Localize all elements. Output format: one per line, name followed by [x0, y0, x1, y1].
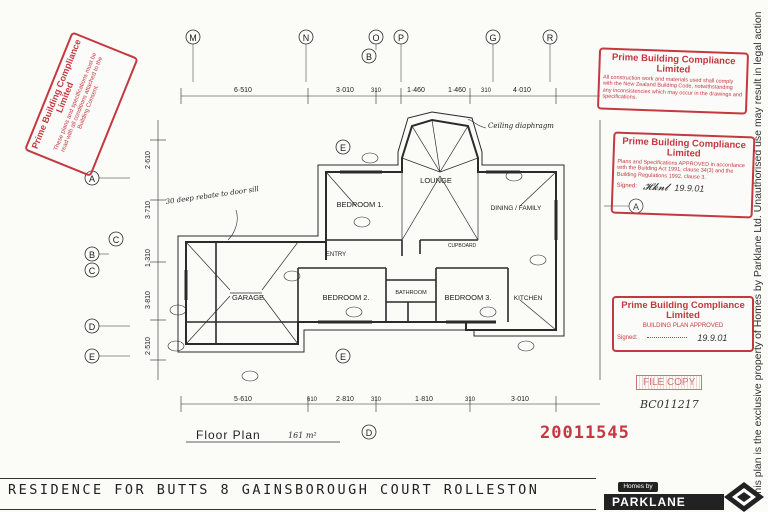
stamp-bottom-signed-label: Signed: [617, 334, 638, 341]
dimensions-left: 2·610 3·710 1·310 3·810 2·510 [145, 151, 152, 355]
title-block-text: RESIDENCE FOR BUTTS 8 GAINSBOROUGH COURT… [8, 482, 540, 498]
grid-d-bottom-label: D [366, 428, 373, 438]
room-bedroom-1: BEDROOM 1. [336, 200, 383, 209]
grid-g-label: G [489, 33, 496, 43]
stamp-mid-date: 19.9.01 [674, 183, 705, 195]
grid-m-label: M [189, 33, 197, 43]
stamp-compliance-top: Prime Building Compliance Limited All co… [596, 47, 750, 115]
dim-top-3: 310 [371, 88, 382, 94]
stamp-plan-approved: Prime Building Compliance Limited BUILDI… [612, 296, 754, 352]
permit-number: 20011545 [540, 423, 630, 443]
floor-area: 161 m² [288, 431, 317, 440]
stamp-bottom-body: BUILDING PLAN APPROVED [642, 322, 724, 329]
stamp-bottom-date: 19.9.01 [697, 332, 728, 343]
note-ceiling-diaphragm: Ceiling diaphragm [488, 122, 554, 130]
grid-e-label: E [89, 352, 95, 362]
stamp-mid-body: Plans and Specifications APPROVED in acc… [616, 158, 745, 181]
dim-top-2: 3·010 [336, 87, 354, 94]
room-garage: GARAGE [232, 293, 264, 302]
note-rebate: 30 deep rebate to door sill [165, 185, 259, 206]
room-lounge: LOUNGE [420, 176, 452, 185]
dimensions-top: 6·510 3·010 310 1·460 1·460 310 4·010 [234, 87, 531, 94]
grid-b-mid-label: B [366, 52, 372, 62]
dim-bottom-5: 1·810 [415, 396, 433, 403]
dim-bottom-7: 3·010 [511, 396, 529, 403]
room-kitchen: KITCHEN [514, 295, 543, 302]
side-ownership-note: This plan is the exclusive property of H… [752, 11, 764, 501]
file-copy-stamp: FILE COPY [636, 375, 703, 390]
dim-left-5: 2·510 [145, 337, 152, 355]
dim-bottom-4: 310 [371, 397, 382, 403]
lounge-roof-lines [401, 119, 479, 241]
room-bedroom-3: BEDROOM 3. [444, 293, 491, 302]
logo-parklane: PARKLANE [604, 494, 724, 510]
grid-e-mid-label: E [340, 143, 346, 153]
stamp-top-title: Prime Building Compliance Limited [611, 51, 736, 76]
room-dining: DINING / FAMILY [491, 205, 542, 212]
dim-top-7: 4·010 [513, 87, 531, 94]
room-entry: ENTRY [326, 252, 346, 258]
room-bedroom-2: BEDROOM 2. [322, 293, 369, 302]
logo-diamond-icon [724, 482, 764, 512]
dim-bottom-1: 5·610 [234, 396, 252, 403]
window-tags [167, 152, 547, 382]
roof-outline [177, 111, 565, 353]
signature: 𝓗𝓴𝓷𝓵 [642, 181, 669, 194]
dim-top-5: 1·460 [448, 87, 466, 94]
stamp-approved-act: Prime Building Compliance Limited Plans … [610, 131, 756, 219]
interior-walls [186, 239, 509, 344]
grid-bubbles-top: M N O P G R B [185, 29, 558, 64]
grid-o-label: O [372, 33, 379, 43]
dim-bottom-6: 310 [465, 397, 476, 403]
grid-a-right-label: A [633, 202, 639, 212]
dim-left-2: 3·710 [145, 201, 152, 219]
logo-homes-by: Homes by [618, 482, 658, 492]
stamp-mid-title: Prime Building Compliance Limited [622, 135, 747, 160]
stamp-mid-signed-label: Signed: [616, 183, 638, 190]
svg-text:C: C [113, 235, 120, 245]
grid-d-label: D [89, 322, 96, 332]
grid-r-label: R [547, 33, 554, 43]
dim-left-3: 1·310 [145, 249, 152, 267]
exterior-walls [185, 118, 557, 345]
dim-left-4: 3·810 [145, 291, 152, 309]
windows [184, 170, 558, 324]
stamp-top-body: All construction work and materials used… [602, 74, 743, 101]
floor-plan-title: Floor Plan [196, 428, 261, 442]
dim-top-1: 6·510 [234, 87, 252, 94]
room-bathroom: BATHROOM [395, 290, 427, 296]
file-reference: BC011217 [640, 398, 699, 411]
dim-bottom-3: 2·810 [336, 396, 354, 403]
dim-top-4: 1·460 [407, 87, 425, 94]
grid-a-label: A [89, 174, 95, 184]
grid-bubbles-left: A B C C D E A E E D [84, 139, 644, 440]
dim-bottom-2: 610 [307, 397, 318, 403]
parklane-logo: Homes by PARKLANE [598, 482, 766, 512]
grid-e-low-label: E [340, 352, 346, 362]
room-cupboard: CUPBOARD [448, 243, 477, 249]
grid-c-label: C [89, 266, 96, 276]
grid-b-label: B [89, 250, 95, 260]
title-block [0, 478, 596, 510]
dimensions-bottom: 5·610 610 2·810 310 1·810 310 3·010 [234, 396, 529, 403]
grid-p-label: P [398, 33, 404, 43]
stamp-bottom-title: Prime Building Compliance Limited [621, 300, 745, 321]
grid-n-label: N [303, 33, 310, 43]
garage-roof-lines [185, 171, 557, 345]
dim-top-6: 310 [481, 88, 492, 94]
dim-left-1: 2·610 [145, 151, 152, 169]
